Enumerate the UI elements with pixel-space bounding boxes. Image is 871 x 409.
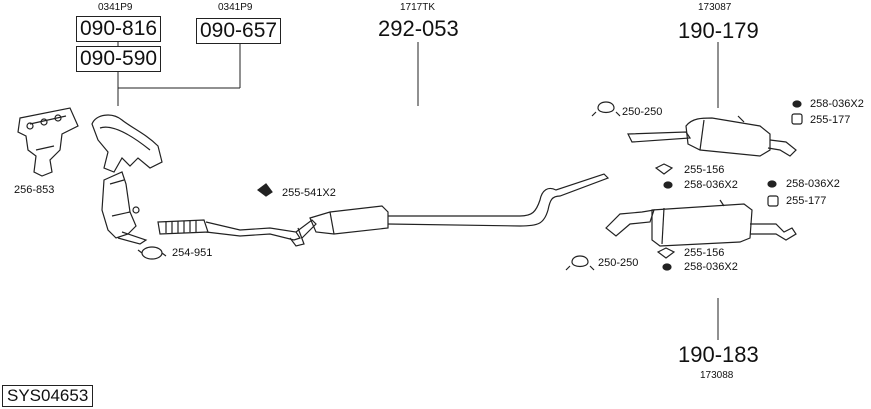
part-clamp-bottom-label: 250-250 (598, 257, 639, 269)
nut-bottom-b-icon (662, 263, 672, 271)
nut-top-a-icon (663, 181, 673, 189)
part-clamp-front-label: 254-951 (172, 247, 213, 259)
nut-bottom-a-icon (767, 180, 777, 188)
clamp-front-icon (137, 246, 167, 260)
part-nut-bottom-a-label: 258-036X2 (786, 178, 840, 190)
code-rear-top: 190-179 (678, 18, 759, 43)
exhaust-manifold-drawing (17, 107, 79, 177)
catalytic-manifold-drawing (91, 114, 163, 245)
part-rubber-bottom-a-label: 255-156 (684, 247, 725, 259)
ref-rear-bottom: 173088 (700, 370, 734, 381)
part-rubber-top-b-label: 255-177 (810, 114, 851, 126)
ref-manifold-right: 0341P9 (218, 2, 253, 13)
part-rubber-bottom-b-label: 255-177 (786, 195, 827, 207)
front-pipe-drawing (157, 219, 317, 247)
clamp-top-icon (591, 101, 621, 117)
ref-middle: 1717TK (400, 2, 436, 13)
rubber-mount-bottom-a-icon (656, 247, 676, 259)
code-090-590: 090-590 (76, 46, 162, 72)
leader-lines (117, 40, 719, 340)
rubber-mount-bottom-b-icon (767, 195, 779, 207)
code-090-657: 090-657 (196, 18, 282, 44)
part-hanger-mid-label: 255-541X2 (282, 187, 336, 199)
rear-silencer-bottom-drawing (605, 199, 797, 247)
part-rubber-top-a-label: 255-156 (684, 164, 725, 176)
part-nut-top-b-label: 258-036X2 (810, 98, 864, 110)
middle-silencer-drawing (309, 173, 610, 235)
nut-top-b-icon (792, 100, 802, 108)
hanger-mid-icon (257, 183, 273, 197)
part-clamp-top-label: 250-250 (622, 106, 663, 118)
part-nut-bottom-b-label: 258-036X2 (684, 261, 738, 273)
part-manifold-label: 256-853 (14, 184, 55, 196)
part-nut-top-a-label: 258-036X2 (684, 179, 738, 191)
system-code-label: SYS04653 (2, 385, 94, 407)
rear-silencer-top-drawing (627, 115, 797, 157)
ref-rear-top: 173087 (698, 2, 732, 13)
rubber-mount-top-b-icon (791, 113, 803, 125)
code-090-816: 090-816 (76, 16, 162, 42)
rubber-mount-top-a-icon (654, 163, 674, 175)
clamp-bottom-icon (565, 255, 595, 271)
ref-manifold-left: 0341P9 (98, 2, 133, 13)
code-middle: 292-053 (378, 16, 459, 41)
code-rear-bottom: 190-183 (678, 342, 759, 367)
